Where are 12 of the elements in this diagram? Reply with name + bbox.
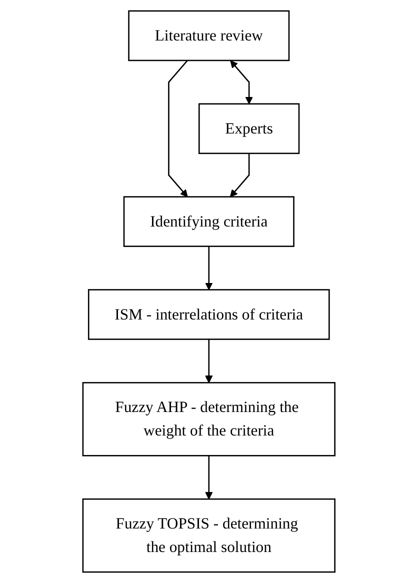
arrow (205, 456, 213, 500)
node-box: Identifying criteria (123, 196, 295, 247)
arrow (168, 60, 188, 198)
node-box: ISM - interrelations of criteria (88, 289, 330, 340)
arrow (205, 339, 213, 384)
arrow (230, 60, 253, 104)
node-box: Experts (198, 103, 300, 154)
node-box: Literature review (128, 10, 290, 62)
arrow (205, 246, 213, 290)
node-box: Fuzzy AHP - determining the weight of the criteria (82, 382, 336, 456)
arrow (230, 153, 250, 198)
node-box: Fuzzy TOPSIS - determining the optimal solution (82, 498, 336, 573)
